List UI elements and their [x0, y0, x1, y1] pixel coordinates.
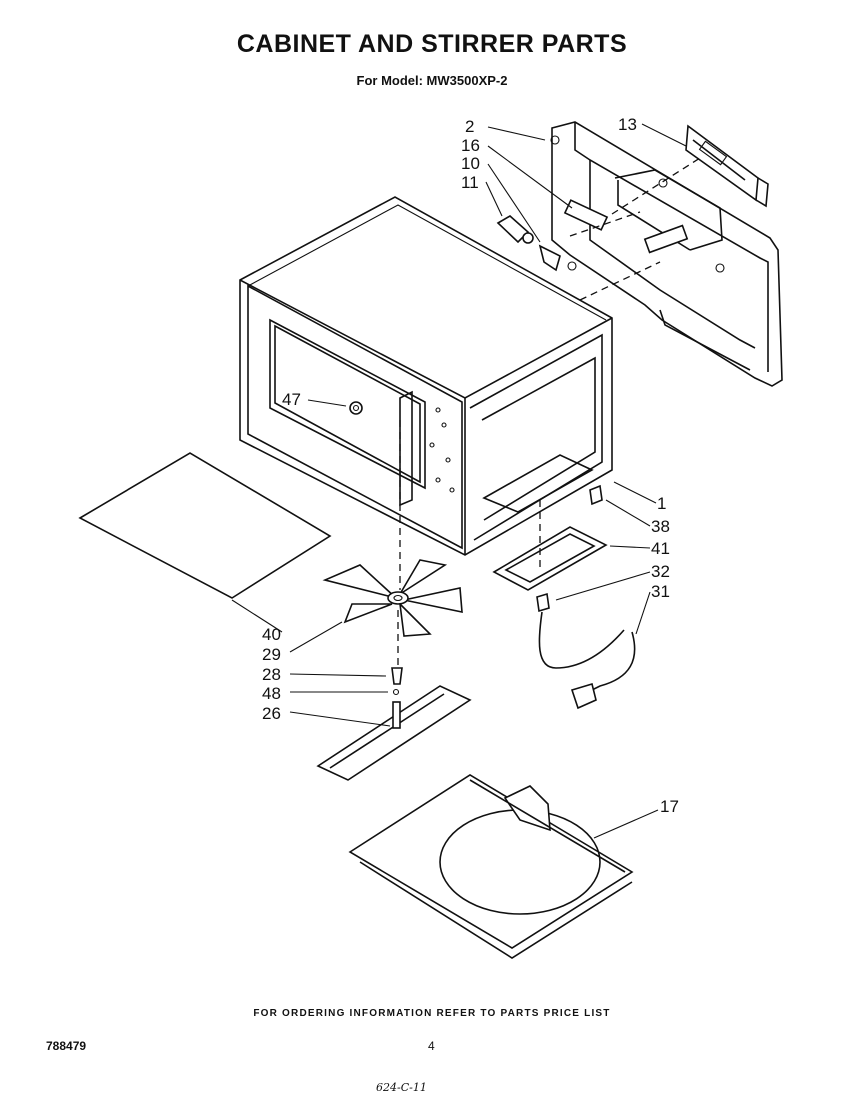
stirrer-fan — [322, 559, 463, 637]
callout-29: 29 — [262, 645, 281, 664]
callout-48: 48 — [262, 684, 281, 703]
screw-and-washer — [391, 667, 403, 696]
callout-28: 28 — [262, 665, 281, 684]
page-number: 4 — [428, 1039, 435, 1053]
callout-1: 1 — [657, 494, 666, 513]
document-number: 788479 — [46, 1039, 87, 1053]
base-plate — [348, 774, 634, 959]
sheet-panel — [78, 452, 332, 599]
control-panel-holes — [429, 407, 455, 493]
callout-2: 2 — [465, 117, 474, 136]
callout-labels: 2 16 10 11 13 47 1 38 41 32 31 40 29 28 … — [262, 115, 679, 816]
small-components — [496, 199, 689, 272]
callout-32: 32 — [651, 562, 670, 581]
callout-13: 13 — [618, 115, 637, 134]
bottom-bracket — [492, 484, 608, 591]
callout-26: 26 — [262, 704, 281, 723]
callout-17: 17 — [660, 797, 679, 816]
callout-16: 16 — [461, 136, 480, 155]
grommet — [349, 401, 363, 415]
page-title: CABINET AND STIRRER PARTS — [236, 30, 628, 58]
cover-plate — [685, 124, 769, 208]
callout-31: 31 — [651, 582, 670, 601]
callout-41: 41 — [651, 539, 670, 558]
callout-10: 10 — [461, 154, 480, 173]
handwritten-note: 624-C-11 — [376, 1081, 427, 1094]
callout-38: 38 — [651, 517, 670, 536]
callout-11: 11 — [461, 173, 479, 192]
shaft-bracket — [316, 685, 472, 781]
model-subtitle: For Model: MW3500XP-2 — [356, 73, 508, 88]
ordering-note: FOR ORDERING INFORMATION REFER TO PARTS … — [253, 1008, 611, 1019]
leader-lines — [231, 123, 687, 839]
power-cord — [536, 592, 636, 710]
callout-40: 40 — [262, 625, 281, 644]
rear-bracket — [550, 121, 783, 387]
cabinet — [239, 196, 613, 556]
callout-47: 47 — [282, 390, 301, 409]
